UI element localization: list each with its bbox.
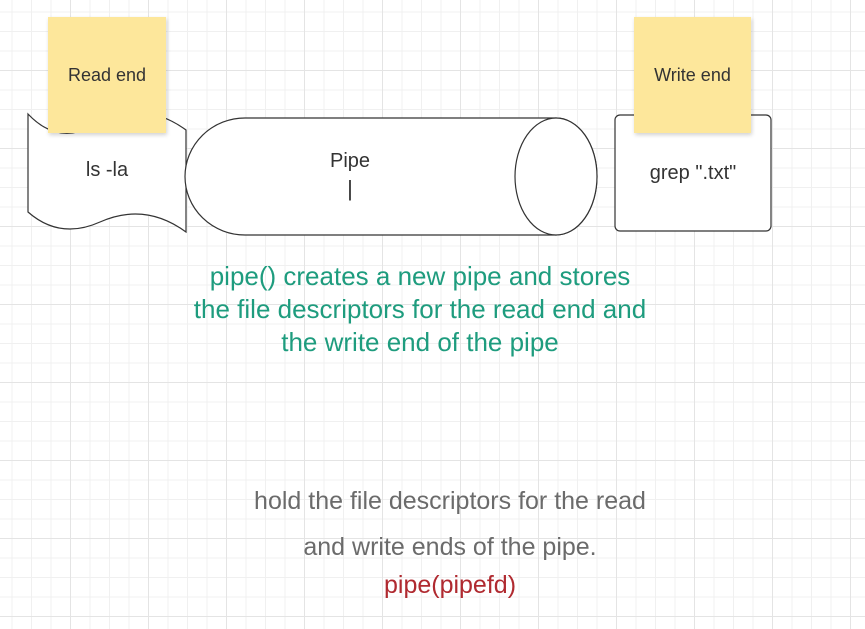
pipe-cylinder-end	[514, 117, 598, 236]
read-end-sticky-note[interactable]: Read end	[48, 17, 166, 133]
read-end-sticky-label: Read end	[67, 64, 147, 85]
pipe-text-cursor: |	[347, 176, 353, 201]
write-process-label: grep ".txt"	[650, 162, 736, 184]
write-end-sticky-label: Write end	[654, 64, 731, 85]
note-line-1: hold the file descriptors for the read	[254, 487, 646, 515]
write-end-sticky-note[interactable]: Write end	[634, 17, 751, 133]
note-line-2: and write ends of the pipe.	[303, 533, 597, 561]
pipe-label: Pipe	[330, 150, 370, 172]
file-descriptor-note[interactable]: hold the file descriptors for the read a…	[200, 478, 700, 570]
read-process-label: ls -la	[86, 159, 129, 181]
pipe-call-code-text[interactable]: pipe(pipefd)	[383, 571, 517, 599]
pipe-description-text[interactable]: pipe() creates a new pipe and stores the…	[193, 261, 647, 357]
